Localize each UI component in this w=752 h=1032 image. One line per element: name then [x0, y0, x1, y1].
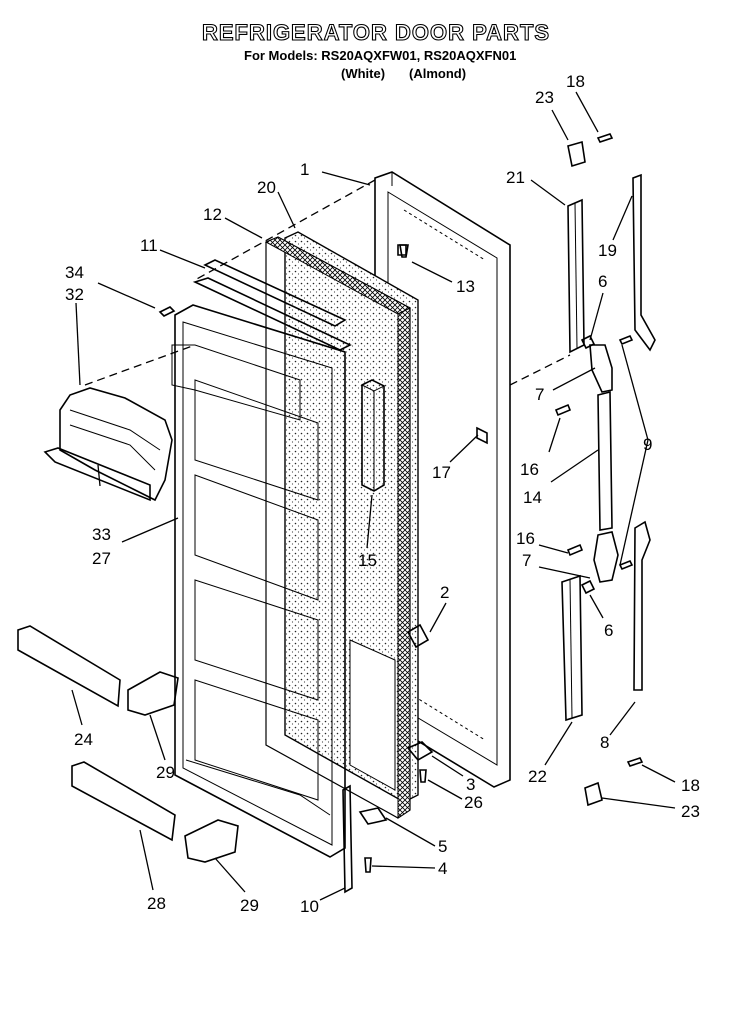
- callout: 13: [456, 277, 475, 296]
- callout: 16: [516, 529, 535, 548]
- models-line: For Models: RS20AQXFW01, RS20AQXFN01: [244, 48, 517, 63]
- lower-handle-section: [561, 574, 583, 722]
- screw-18-bottom: [626, 757, 644, 767]
- callout: 23: [681, 802, 700, 821]
- callout: 21: [506, 168, 525, 187]
- callout: 14: [523, 488, 542, 507]
- callout: 17: [432, 463, 451, 482]
- callout: 7: [522, 551, 531, 570]
- top-trim: [192, 259, 352, 351]
- bracket-5: [358, 807, 388, 825]
- callout: 16: [520, 460, 539, 479]
- foam-liner: [264, 231, 419, 819]
- gasket-strip-10: [342, 784, 353, 894]
- door-bin-upper: [127, 671, 179, 716]
- diagram-title: REFRIGERATOR DOOR PARTS: [201, 19, 551, 45]
- top-hinge-bracket: [567, 133, 614, 168]
- callout: 20: [257, 178, 276, 197]
- callout: 15: [358, 551, 377, 570]
- screw-4: [364, 857, 372, 873]
- callout: 9: [643, 435, 652, 454]
- callout: 33: [92, 525, 111, 544]
- color-almond-label: (Almond): [409, 66, 467, 81]
- callout: 22: [528, 767, 547, 786]
- callout: 32: [65, 285, 84, 304]
- callout: 4: [438, 859, 447, 878]
- door-bin-lower: [184, 819, 239, 863]
- callout: 10: [300, 897, 319, 916]
- callout: 6: [598, 272, 607, 291]
- callout: 19: [598, 241, 617, 260]
- callout: 8: [600, 733, 609, 752]
- shelf-grille-24: [17, 625, 121, 708]
- alignment-line-cover: [84, 344, 196, 386]
- bracket-2: [406, 623, 430, 649]
- foam-block: [361, 379, 385, 492]
- callout: 18: [566, 72, 585, 91]
- callout: 24: [74, 730, 93, 749]
- callout: 3: [466, 775, 475, 794]
- inner-door-liner: [171, 304, 346, 858]
- callout-labels: 1 20 12 11 34 32 13 21 23 18 19 6 7 9 16…: [65, 72, 700, 916]
- callout: 34: [65, 263, 84, 282]
- screw-13: [399, 244, 409, 258]
- callout: 5: [438, 837, 447, 856]
- callout: 27: [92, 549, 111, 568]
- color-white-label: (White): [341, 66, 386, 81]
- hinge-assembly: [554, 334, 634, 595]
- alignment-line-handle: [509, 354, 571, 386]
- callout: 23: [535, 88, 554, 107]
- trim-strips: [632, 173, 656, 691]
- screw-26: [419, 769, 427, 783]
- callout: 29: [156, 763, 175, 782]
- callout: 12: [203, 205, 222, 224]
- callout: 6: [604, 621, 613, 640]
- callout: 18: [681, 776, 700, 795]
- leader-lines: [71, 91, 676, 901]
- callout: 7: [535, 385, 544, 404]
- callout: 26: [464, 793, 483, 812]
- bottom-hinge-bracket: [584, 781, 603, 807]
- callout: 1: [300, 160, 309, 179]
- alignment-line-top: [194, 179, 376, 281]
- dispenser-cover: [43, 306, 176, 502]
- callout: 2: [440, 583, 449, 602]
- upper-handle-section: [567, 198, 585, 354]
- callout: 11: [140, 236, 158, 255]
- shelf-grille-28: [71, 761, 176, 842]
- callout: 29: [240, 896, 259, 915]
- callout: 28: [147, 894, 166, 913]
- hinge-pin-3: [406, 741, 434, 762]
